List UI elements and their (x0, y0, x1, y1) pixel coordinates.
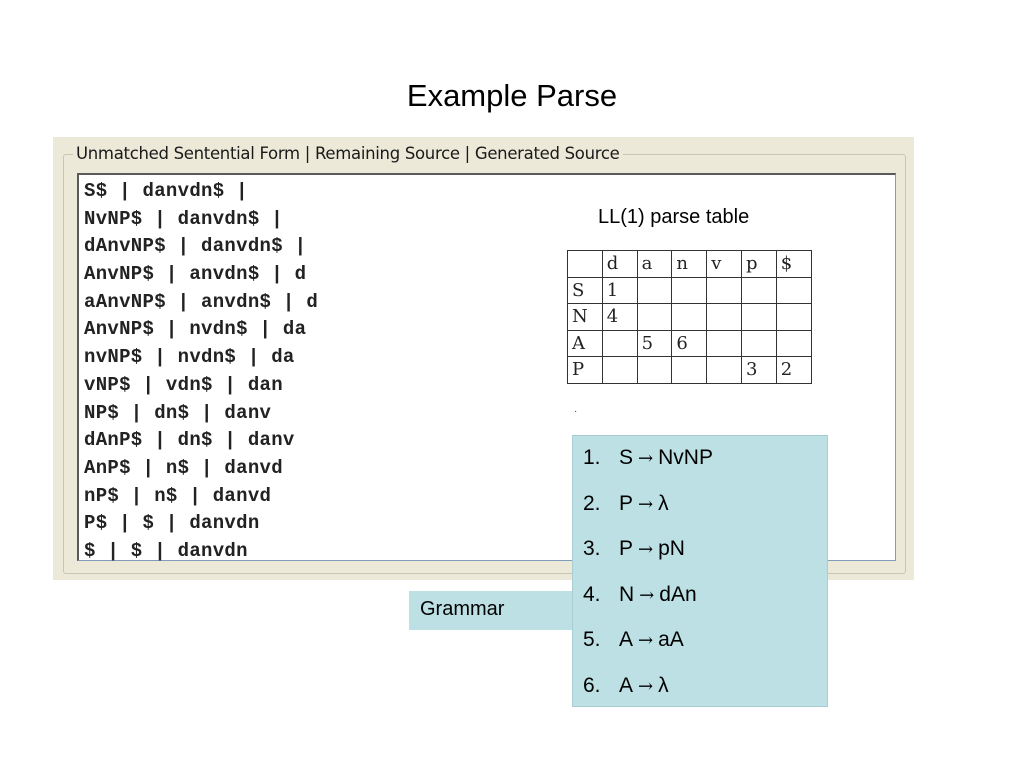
table-cell (636, 276, 673, 304)
trace-line: NvNP$ | danvdn$ | (84, 207, 283, 230)
trace-line: dAnvNP$ | danvdn$ | (84, 235, 307, 258)
table-cell (636, 303, 673, 331)
rule-number: 4. (583, 582, 601, 606)
stray-dot: · (574, 406, 578, 417)
table-cell: 2 (775, 356, 812, 384)
grammar-rules-box: 1.S→NvNP 2.P→λ 3.P→pN 4.N→dAn 5.A→aA 6.A… (572, 435, 828, 707)
rule-number: 5. (583, 628, 601, 651)
grammar-rule: 6. A→λ (583, 673, 713, 719)
trace-line: nvNP$ | nvdn$ | da (84, 346, 295, 369)
slide-title: Example Parse (406, 78, 618, 113)
rule-lhs: A (619, 673, 634, 697)
rule-rhs: pN (658, 537, 685, 560)
right-arrow-icon: → (639, 584, 655, 606)
table-cell (706, 276, 742, 304)
table-row: A 5 6 (567, 329, 812, 357)
trace-line: aAnvNP$ | anvdn$ | d (84, 290, 319, 313)
table-cell (740, 276, 777, 304)
table-cell (601, 356, 638, 384)
table-cell (740, 329, 777, 357)
rule-lhs: P (619, 491, 634, 515)
table-cell: P (567, 356, 603, 384)
table-cell (671, 356, 708, 384)
rule-lhs: A (619, 628, 634, 651)
table-cell: 3 (740, 356, 777, 384)
table-cell: $ (775, 250, 812, 278)
rule-rhs: λ (658, 673, 669, 697)
table-cell: 5 (636, 329, 673, 357)
grammar-label: Grammar (409, 591, 577, 630)
table-cell: a (636, 250, 673, 278)
table-cell: 4 (601, 303, 638, 331)
trace-line: AnvNP$ | nvdn$ | da (84, 318, 307, 341)
table-row: S 1 (567, 276, 812, 304)
table-cell (636, 356, 673, 384)
table-cell (671, 276, 708, 304)
rule-rhs: λ (658, 491, 669, 515)
rule-number: 1. (583, 446, 601, 469)
rule-rhs: aA (658, 628, 684, 651)
groupbox-legend: Unmatched Sentential Form | Remaining So… (73, 144, 623, 163)
trace-line: vNP$ | vdn$ | dan (84, 373, 283, 396)
trace-line: AnvNP$ | anvdn$ | d (84, 263, 307, 286)
trace-lines: S$ | danvdn$ | NvNP$ | danvdn$ | dAnvNP$… (84, 178, 318, 566)
table-cell: 6 (671, 329, 708, 357)
table-cell (775, 276, 812, 304)
table-cell: A (567, 329, 603, 357)
grammar-rule: 4. N→dAn (583, 582, 713, 628)
trace-line: dAnP$ | dn$ | danv (84, 429, 295, 452)
right-arrow-icon: → (638, 448, 654, 469)
rule-lhs: N (619, 582, 635, 606)
trace-line: nP$ | n$ | danvd (84, 484, 272, 507)
table-cell (706, 329, 742, 357)
rule-lhs: P (619, 537, 634, 560)
rule-lhs: S (619, 446, 634, 469)
right-arrow-icon: → (638, 630, 654, 651)
rule-number: 3. (583, 537, 601, 560)
right-arrow-icon: → (638, 539, 654, 560)
table-cell: N (567, 303, 603, 331)
table-cell: v (706, 250, 742, 278)
table-header-row: d a n v p $ (567, 250, 812, 278)
ll1-parse-table: d a n v p $ S 1 N 4 A 5 6 P 3 (567, 250, 812, 384)
table-cell (740, 303, 777, 331)
table-cell (567, 250, 603, 278)
grammar-rule: 3. P→pN (583, 536, 713, 582)
parse-table-caption: LL(1) parse table (598, 206, 750, 228)
table-cell: d (601, 250, 638, 278)
rule-number: 2. (583, 491, 601, 515)
table-row: N 4 (567, 303, 812, 331)
rule-rhs: dAn (659, 582, 697, 606)
table-cell (706, 356, 742, 384)
grammar-rule-list: 1.S→NvNP 2.P→λ 3.P→pN 4.N→dAn 5.A→aA 6.A… (583, 445, 713, 718)
trace-line: P$ | $ | danvdn (84, 512, 260, 535)
table-cell: 1 (601, 276, 638, 304)
table-cell: S (567, 276, 603, 304)
grammar-rule: 2. P→λ (583, 491, 713, 537)
trace-line: S$ | danvdn$ | (84, 180, 248, 202)
table-cell (706, 303, 742, 331)
right-arrow-icon: → (638, 675, 654, 697)
trace-line: AnP$ | n$ | danvd (84, 456, 283, 479)
rule-number: 6. (583, 673, 601, 697)
table-cell (671, 303, 708, 331)
grammar-rule: 1. S→NvNP (583, 445, 713, 491)
trace-line: $ | $ | danvdn (84, 539, 248, 562)
grammar-rule: 5. A→aA (583, 627, 713, 673)
right-arrow-icon: → (638, 493, 654, 515)
rule-rhs: NvNP (658, 446, 713, 469)
table-cell: p (740, 250, 777, 278)
table-row: P 3 2 (567, 356, 812, 384)
trace-line: NP$ | dn$ | danv (84, 401, 272, 424)
table-cell: n (671, 250, 708, 278)
table-cell (775, 303, 812, 331)
table-cell (601, 329, 638, 357)
table-cell (775, 329, 812, 357)
